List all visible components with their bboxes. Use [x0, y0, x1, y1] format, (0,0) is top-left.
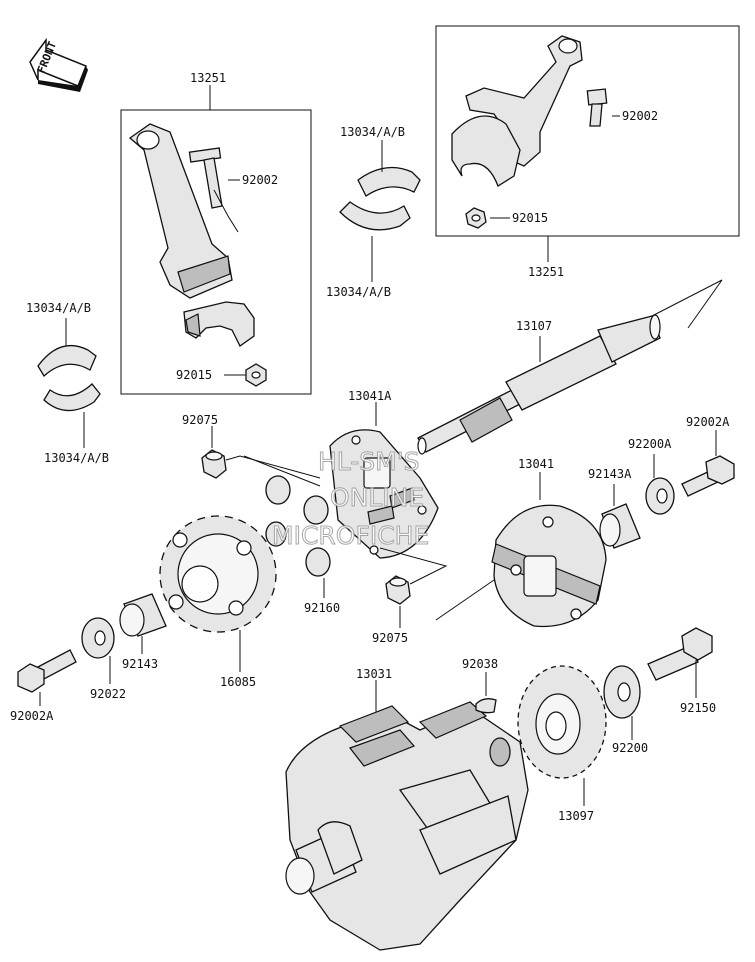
label-bearing-mid-top: 13034/A/B — [340, 125, 405, 139]
washer-a — [645, 477, 675, 515]
key — [475, 698, 497, 714]
gear — [517, 665, 607, 779]
collar-a — [599, 503, 641, 549]
rubber-dampers — [265, 475, 331, 577]
label-bolt-left: 92002 — [242, 173, 278, 187]
bolt-a-left — [17, 649, 77, 693]
label-crankshaft: 13031 — [356, 667, 392, 681]
label-gear: 13097 — [558, 809, 594, 823]
label-key: 92038 — [462, 657, 498, 671]
pin-top — [201, 449, 227, 479]
label-bearing-left-bottom: 13034/A/B — [44, 451, 109, 465]
pin-bottom — [385, 575, 411, 605]
right-conrod-box — [435, 25, 740, 237]
right-bolt — [586, 88, 608, 127]
label-washer-right: 92200 — [612, 741, 648, 755]
label-bearing-mid-bottom: 13034/A/B — [326, 285, 391, 299]
label-nut-right: 92015 — [512, 211, 548, 225]
label-bolt-a-left: 92002A — [10, 709, 54, 723]
label-conrod-left: 13251 — [190, 71, 226, 85]
sprocket — [159, 515, 277, 633]
label-washer-left: 92022 — [90, 687, 126, 701]
bolt-right-lower — [647, 627, 713, 681]
coupling — [491, 504, 607, 628]
label-washer-a: 92200A — [628, 437, 672, 451]
shaft — [417, 314, 661, 455]
watermark-line3: MICROFICHE — [272, 521, 429, 550]
crankshaft — [285, 701, 529, 951]
label-sprocket: 16085 — [220, 675, 256, 689]
watermark-line1: HL-SM'S — [318, 447, 420, 476]
bolt-a-right — [681, 455, 735, 497]
label-nut-left: 92015 — [176, 368, 212, 382]
label-pin-bottom: 92075 — [372, 631, 408, 645]
washer-right — [603, 665, 641, 719]
washer-left — [81, 617, 115, 659]
left-conrod-box — [120, 109, 312, 395]
watermark: HL-SM'S ONLINE MICROFICHE — [272, 447, 430, 551]
coupling-a — [329, 429, 439, 559]
label-conrod-right: 13251 — [528, 265, 564, 279]
label-coupling: 13041 — [518, 457, 554, 471]
label-bearing-left-top: 13034/A/B — [26, 301, 91, 315]
label-rubber-damper: 92160 — [304, 601, 340, 615]
label-collar-a: 92143A — [588, 467, 632, 481]
watermark-line2: ONLINE — [330, 483, 424, 512]
left-conrod — [128, 123, 255, 347]
label-bolt-right: 92002 — [622, 109, 658, 123]
middle-bearing-shells — [339, 166, 421, 231]
right-nut — [465, 207, 487, 229]
front-arrow: FRONT — [29, 37, 88, 92]
collar — [119, 593, 167, 637]
label-collar: 92143 — [122, 657, 158, 671]
left-bearing-shells — [37, 345, 101, 412]
label-bolt-a-right: 92002A — [686, 415, 730, 429]
label-coupling-a: 13041A — [348, 389, 392, 403]
right-conrod — [451, 35, 583, 187]
label-pin-top: 92075 — [182, 413, 218, 427]
left-nut — [245, 363, 267, 387]
label-bolt-right-lower: 92150 — [680, 701, 716, 715]
label-shaft: 13107 — [516, 319, 552, 333]
